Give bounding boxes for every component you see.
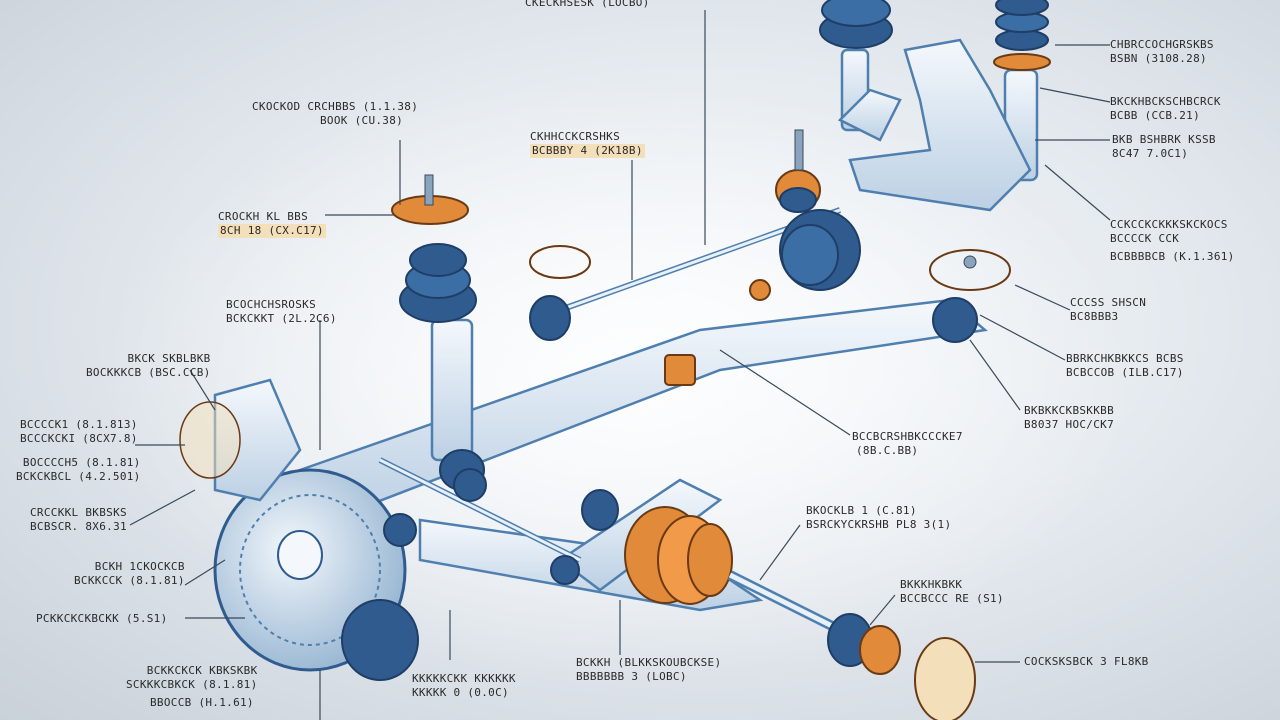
label-line-1: BCBBBBCB (K.1.361) <box>1110 250 1235 263</box>
label-line-1: CKHHCCKCRSHKS <box>530 130 620 143</box>
label-right-8: BKBKKCKBSKKBB B8037 HOC/CK7 <box>1024 404 1114 432</box>
label-line-1: PCKKCKCKBCKK (5.S1) <box>36 612 168 625</box>
leader-lines <box>129 10 1111 720</box>
arm-bushing-2 <box>453 468 487 502</box>
label-line-2: BCBBBY 4 (2K18B) <box>530 144 645 158</box>
label-line-2: (8B.C.BB) <box>856 444 919 457</box>
label-bottom-right: COCKSKSBCK 3 FL8KB <box>1024 655 1149 669</box>
label-left-5: BCKH 1CKOCKCB BCKKCCK (8.1.81) <box>74 560 185 588</box>
label-line-1: BBOCCB (H.1.61) <box>150 696 254 709</box>
arm-bushing-3 <box>550 555 580 585</box>
label-left-1: BKCK SKBLBKB BOCKKKCB (BSC.CCB) <box>86 352 211 380</box>
label-line-1: BKCKHBCKSCHBCRCK <box>1110 95 1221 108</box>
label-right-4: CCKCCKCKKKSKCKOCS BCCCCK CCK <box>1110 218 1228 246</box>
label-line-1: BKOCKLB 1 (C.81) <box>806 504 917 517</box>
label-line-1: CCKCCKCKKKSKCKOCS <box>1110 218 1228 231</box>
label-right-2: BKCKHBCKSCHBCRCK BCBB (CCB.21) <box>1110 95 1221 123</box>
upper-knuckle <box>837 38 1032 212</box>
label-line-2: 8CH 18 (CX.C17) <box>218 224 326 238</box>
label-left-4: CRCCKKL BKBSKS BCBSCR. 8X6.31 <box>30 506 127 534</box>
label-line-2: BCBCCOB (ILB.C17) <box>1066 366 1184 379</box>
lower-bushing-stack <box>581 489 976 720</box>
label-line-1: CKECKHSESK (LOCBO) <box>525 0 650 9</box>
label-line-1: KKKKKCKK KKKKKK <box>412 672 516 685</box>
label-right-top: CHBRCCOCHGRSKBS BSBN (3108.28) <box>1110 38 1214 66</box>
label-left-shock: BCOCHCHSROSKS BCKCKKT (2L.2C6) <box>226 298 337 326</box>
label-line-1: BCCBCRSHBKCCCKE7 <box>852 430 963 443</box>
label-line-2: BCBB (CCB.21) <box>1110 109 1200 122</box>
center-bushing <box>749 129 861 301</box>
label-line-1: BOCCCCH5 (8.1.81) <box>22 456 141 469</box>
tie-rod-end <box>529 245 591 341</box>
label-line-1: CHBRCCOCHGRSKBS <box>1110 38 1214 51</box>
label-bottom-center: KKKKKCKK KKKKKK KKKKK 0 (0.0C) <box>412 672 516 700</box>
label-top-center: CKECKHSESK (LOCBO) <box>525 0 650 10</box>
arm-bushing-1 <box>383 513 417 547</box>
label-line-2: BCKKCCK (8.1.81) <box>74 574 185 587</box>
label-line-1: BBRKCHKBKKCS BCBS <box>1066 352 1184 365</box>
label-left-3: BOCCCCH5 (8.1.81) BCKCKBCL (4.2.501) <box>16 456 141 484</box>
label-line-1: BKKKHKBKK <box>900 578 963 591</box>
label-bottom-left-2: BBOCCB (H.1.61) <box>150 696 254 710</box>
label-line-1: CCCSS SHSCN <box>1070 296 1147 309</box>
right-ball-joint <box>929 249 1011 343</box>
label-line-2: SCKKKCBKCK (8.1.81) <box>126 678 258 691</box>
label-line-1: BKBKKCKBSKKBB <box>1024 404 1114 417</box>
label-left-2: BCCCCK1 (8.1.813) BCCCKCKI (8CX7.8) <box>20 418 138 446</box>
label-center-arm: BCCBCRSHBKCCCKE7 (8B.C.BB) <box>852 430 963 458</box>
label-line-2: BSBN (3108.28) <box>1110 52 1207 65</box>
label-left-6: PCKKCKCKBCKK (5.S1) <box>36 612 168 626</box>
label-line-2: KKKKK 0 (0.0C) <box>412 686 509 699</box>
label-line-2: BBBBBBB 3 (LOBC) <box>576 670 687 683</box>
label-line-1: CROCKH KL BBS <box>218 210 308 223</box>
label-bottom-mid: BCKKH (BLKKSKOUBCKSE) BBBBBBB 3 (LOBC) <box>576 656 721 684</box>
label-line-1: CRCCKKL BKBSKS <box>30 506 127 519</box>
label-right-3: BKB BSHBRK KSSB 8C47 7.0C1) <box>1112 133 1216 161</box>
label-line-2: B8037 HOC/CK7 <box>1024 418 1114 431</box>
label-line-2: BCKCKKT (2L.2C6) <box>226 312 337 325</box>
label-line-2: BCKCKBCL (4.2.501) <box>16 470 141 483</box>
label-line-1: BKCK SKBLBKB <box>127 352 211 365</box>
label-line-1: BKB BSHBRK KSSB <box>1112 133 1216 146</box>
label-line-2: BCCCKCKI (8CX7.8) <box>20 432 138 445</box>
label-line-1: CKOCKOD CRCHBBS (1.1.38) <box>252 100 419 113</box>
label-line-2: BCCBCCC RE (S1) <box>900 592 1004 605</box>
label-right-5: BCBBBBCB (K.1.361) <box>1110 250 1235 264</box>
label-line-2: BCBSCR. 8X6.31 <box>30 520 127 533</box>
brake-rotor <box>179 378 419 681</box>
label-line-2: BC8BBB3 <box>1070 310 1119 323</box>
label-line-2: 8C47 7.0C1) <box>1112 147 1189 160</box>
label-line-1: BCKKH (BLKKSKOUBCKSE) <box>576 656 722 669</box>
label-line-1: BCKH 1CKOCKCB <box>94 560 185 573</box>
label-lower-right: BKKKHKBKK BCCBCCC RE (S1) <box>900 578 1004 606</box>
label-line-2: BSRCKYCKRSHB PL8 3(1) <box>806 518 952 531</box>
label-line-1: COCKSKSBCK 3 FL8KB <box>1024 655 1149 668</box>
label-right-7: BBRKCHKBKKCS BCBS BCBCCOB (ILB.C17) <box>1066 352 1184 380</box>
label-line-1: BCOCHCHSROSKS <box>226 298 316 311</box>
label-line-2: BOCKKKCB (BSC.CCB) <box>86 366 211 379</box>
label-bottom-left: BCKKCKCK KBKSKBK SCKKKCBKCK (8.1.81) <box>126 664 258 692</box>
label-right-6: CCCSS SHSCN BC8BBB3 <box>1070 296 1146 324</box>
label-line-1: BCCCCK1 (8.1.813) <box>20 418 138 431</box>
label-upper-left: CKOCKOD CRCHBBS (1.1.38) BOOK (CU.38) <box>252 100 418 128</box>
label-center-bushing: BKOCKLB 1 (C.81) BSRCKYCKRSHB PL8 3(1) <box>806 504 951 532</box>
label-mid-left: CROCKH KL BBS 8CH 18 (CX.C17) <box>218 210 326 238</box>
arm-bracket <box>664 354 696 386</box>
left-shock-absorber <box>391 174 485 491</box>
label-line-2: BCCCCK CCK <box>1110 232 1180 245</box>
label-line-1: BCKKCKCK KBKSKBK <box>146 664 258 677</box>
label-center-upper: CKHHCCKCRSHKS BCBBBY 4 (2K18B) <box>530 130 645 158</box>
label-line-2: BOOK (CU.38) <box>320 114 404 127</box>
